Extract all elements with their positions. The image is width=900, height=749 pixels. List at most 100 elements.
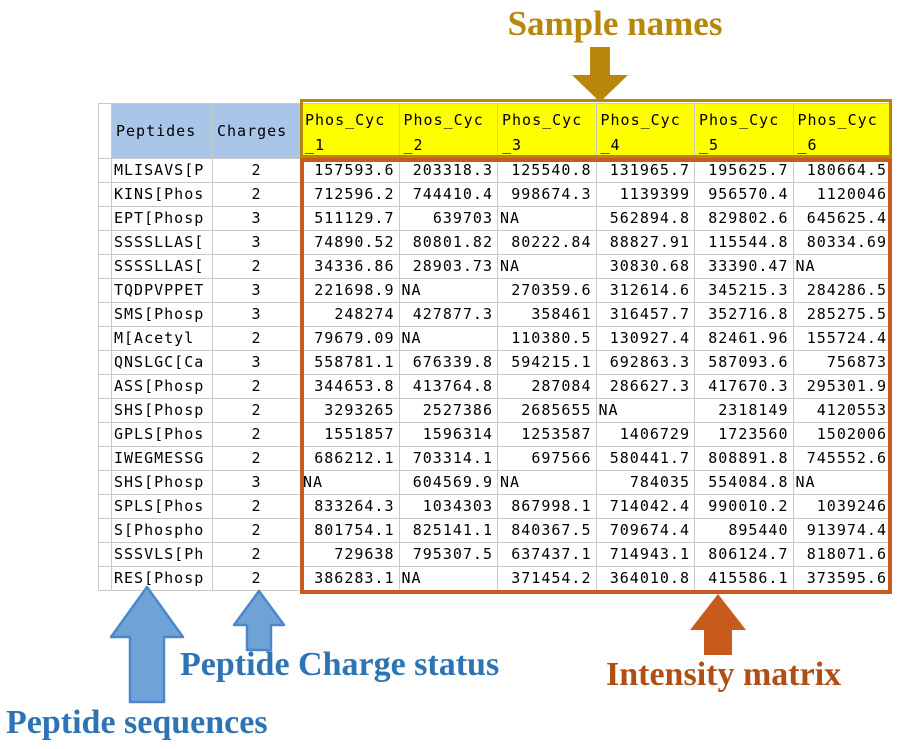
value-cell[interactable]: 784035: [596, 471, 695, 495]
value-cell[interactable]: 80334.69: [793, 231, 892, 255]
value-cell[interactable]: 221698.9: [301, 279, 400, 303]
peptide-cell[interactable]: SMS[Phosp: [112, 303, 213, 327]
value-cell[interactable]: 2527386: [399, 399, 498, 423]
value-cell[interactable]: 1120046: [793, 183, 892, 207]
value-cell[interactable]: 373595.6: [793, 567, 892, 591]
value-cell[interactable]: 744410.4: [399, 183, 498, 207]
value-cell[interactable]: 998674.3: [498, 183, 597, 207]
value-cell[interactable]: 80222.84: [498, 231, 597, 255]
value-cell[interactable]: NA: [399, 567, 498, 591]
charge-cell[interactable]: 3: [213, 351, 301, 375]
peptide-cell[interactable]: M[Acetyl: [112, 327, 213, 351]
value-cell[interactable]: NA: [301, 471, 400, 495]
value-cell[interactable]: 676339.8: [399, 351, 498, 375]
peptide-cell[interactable]: QNSLGC[Ca: [112, 351, 213, 375]
value-cell[interactable]: 562894.8: [596, 207, 695, 231]
value-cell[interactable]: 427877.3: [399, 303, 498, 327]
value-cell[interactable]: 637437.1: [498, 543, 597, 567]
charge-cell[interactable]: 3: [213, 207, 301, 231]
value-cell[interactable]: 709674.4: [596, 519, 695, 543]
value-cell[interactable]: 895440: [695, 519, 794, 543]
charge-cell[interactable]: 2: [213, 447, 301, 471]
value-cell[interactable]: 1034303: [399, 495, 498, 519]
charge-cell[interactable]: 2: [213, 567, 301, 591]
value-cell[interactable]: 808891.8: [695, 447, 794, 471]
peptide-cell[interactable]: KINS[Phos: [112, 183, 213, 207]
value-cell[interactable]: 270359.6: [498, 279, 597, 303]
value-cell[interactable]: 913974.4: [793, 519, 892, 543]
value-cell[interactable]: NA: [596, 399, 695, 423]
value-cell[interactable]: NA: [498, 471, 597, 495]
value-cell[interactable]: NA: [793, 255, 892, 279]
sample-column-header[interactable]: Phos_Cyc_6: [793, 103, 892, 159]
sample-column-header[interactable]: Phos_Cyc_4: [596, 103, 695, 159]
value-cell[interactable]: NA: [498, 255, 597, 279]
value-cell[interactable]: 554084.8: [695, 471, 794, 495]
value-cell[interactable]: 604569.9: [399, 471, 498, 495]
value-cell[interactable]: 195625.7: [695, 159, 794, 183]
column-header-peptides[interactable]: Peptides: [112, 103, 213, 159]
value-cell[interactable]: 818071.6: [793, 543, 892, 567]
peptide-cell[interactable]: ASS[Phosp: [112, 375, 213, 399]
value-cell[interactable]: 829802.6: [695, 207, 794, 231]
peptide-cell[interactable]: GPLS[Phos: [112, 423, 213, 447]
value-cell[interactable]: 88827.91: [596, 231, 695, 255]
value-cell[interactable]: 714042.4: [596, 495, 695, 519]
value-cell[interactable]: 415586.1: [695, 567, 794, 591]
peptide-cell[interactable]: MLISAVS[P: [112, 159, 213, 183]
value-cell[interactable]: 33390.47: [695, 255, 794, 279]
value-cell[interactable]: 155724.4: [793, 327, 892, 351]
value-cell[interactable]: 130927.4: [596, 327, 695, 351]
sample-column-header[interactable]: Phos_Cyc_2: [399, 103, 498, 159]
sample-column-header[interactable]: Phos_Cyc_5: [695, 103, 794, 159]
value-cell[interactable]: NA: [498, 207, 597, 231]
peptide-cell[interactable]: SSSSLLAS[: [112, 231, 213, 255]
peptide-cell[interactable]: SSSVLS[Ph: [112, 543, 213, 567]
value-cell[interactable]: NA: [793, 471, 892, 495]
peptide-cell[interactable]: RES[Phosp: [112, 567, 213, 591]
value-cell[interactable]: 801754.1: [301, 519, 400, 543]
value-cell[interactable]: 825141.1: [399, 519, 498, 543]
sample-column-header[interactable]: Phos_Cyc_1: [301, 103, 400, 159]
charge-cell[interactable]: 2: [213, 543, 301, 567]
peptide-cell[interactable]: SPLS[Phos: [112, 495, 213, 519]
value-cell[interactable]: 115544.8: [695, 231, 794, 255]
value-cell[interactable]: 287084: [498, 375, 597, 399]
value-cell[interactable]: 79679.09: [301, 327, 400, 351]
charge-cell[interactable]: 2: [213, 375, 301, 399]
value-cell[interactable]: 1253587: [498, 423, 597, 447]
value-cell[interactable]: 840367.5: [498, 519, 597, 543]
value-cell[interactable]: 248274: [301, 303, 400, 327]
value-cell[interactable]: 756873: [793, 351, 892, 375]
value-cell[interactable]: 30830.68: [596, 255, 695, 279]
value-cell[interactable]: 1723560: [695, 423, 794, 447]
peptide-cell[interactable]: IWEGMESSG: [112, 447, 213, 471]
sample-column-header[interactable]: Phos_Cyc_3: [498, 103, 597, 159]
value-cell[interactable]: 345215.3: [695, 279, 794, 303]
peptide-cell[interactable]: SSSSLLAS[: [112, 255, 213, 279]
value-cell[interactable]: 284286.5: [793, 279, 892, 303]
value-cell[interactable]: 1596314: [399, 423, 498, 447]
charge-cell[interactable]: 3: [213, 303, 301, 327]
value-cell[interactable]: 1039246: [793, 495, 892, 519]
peptide-cell[interactable]: TQDPVPPET: [112, 279, 213, 303]
value-cell[interactable]: 74890.52: [301, 231, 400, 255]
charge-cell[interactable]: 2: [213, 519, 301, 543]
value-cell[interactable]: 692863.3: [596, 351, 695, 375]
value-cell[interactable]: 295301.9: [793, 375, 892, 399]
value-cell[interactable]: 712596.2: [301, 183, 400, 207]
value-cell[interactable]: NA: [399, 279, 498, 303]
value-cell[interactable]: 558781.1: [301, 351, 400, 375]
value-cell[interactable]: 364010.8: [596, 567, 695, 591]
value-cell[interactable]: 203318.3: [399, 159, 498, 183]
value-cell[interactable]: 80801.82: [399, 231, 498, 255]
peptide-cell[interactable]: EPT[Phosp: [112, 207, 213, 231]
value-cell[interactable]: 867998.1: [498, 495, 597, 519]
value-cell[interactable]: 386283.1: [301, 567, 400, 591]
value-cell[interactable]: 745552.6: [793, 447, 892, 471]
value-cell[interactable]: 82461.96: [695, 327, 794, 351]
value-cell[interactable]: 639703: [399, 207, 498, 231]
value-cell[interactable]: 833264.3: [301, 495, 400, 519]
value-cell[interactable]: 645625.4: [793, 207, 892, 231]
charge-cell[interactable]: 2: [213, 423, 301, 447]
